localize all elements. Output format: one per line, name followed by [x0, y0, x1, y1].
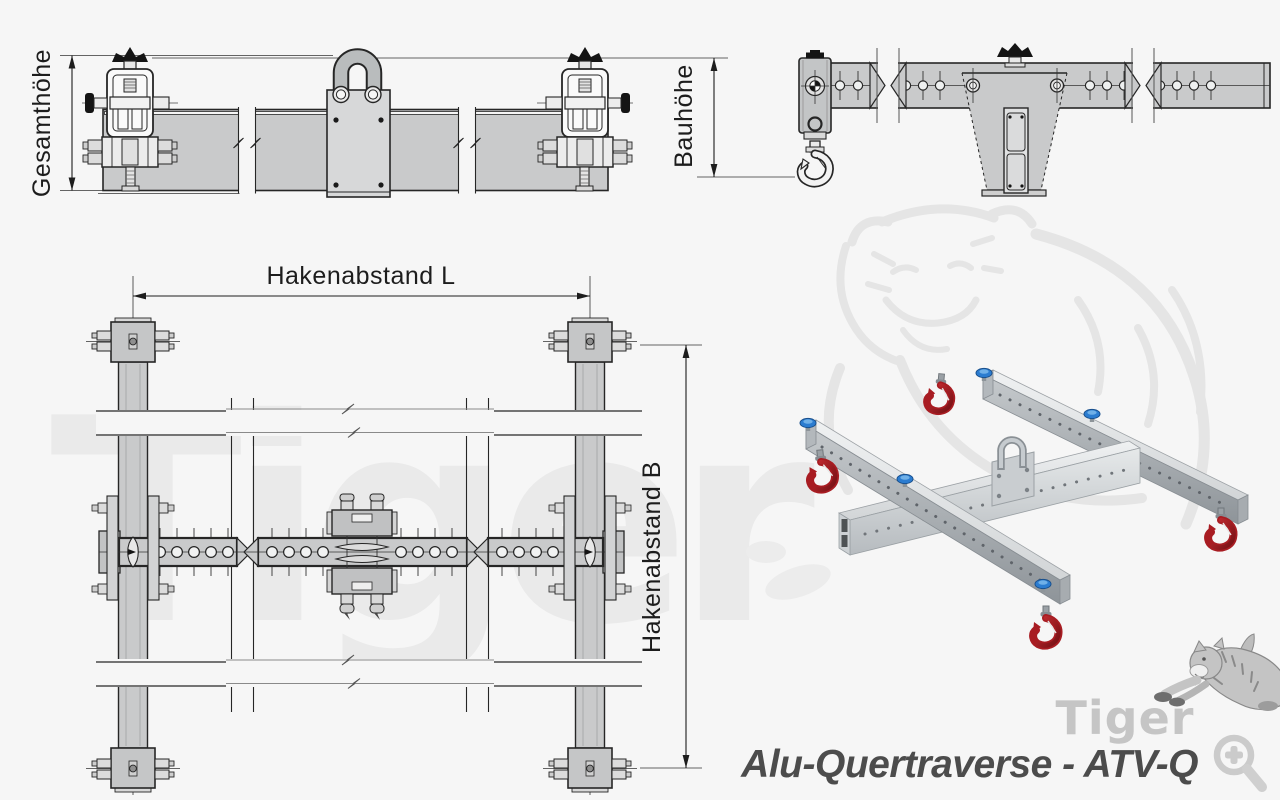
render-center-shackle — [991, 436, 1035, 507]
crane-hook-icon — [1033, 606, 1059, 646]
plan-dimension-width: Hakenabstand B — [638, 344, 702, 769]
plan-corner-block-bottom-right — [542, 747, 638, 793]
end-elevation-center-support — [961, 43, 1068, 197]
dim-label-bauhoehe: Bauhöhe — [670, 64, 698, 168]
side-elevation-center-shackle — [326, 48, 391, 198]
plan-view: Hakenabstand L — [85, 262, 702, 795]
plan-corner-block-top-right — [542, 317, 638, 363]
plan-center-clamp — [326, 493, 398, 620]
dim-label-hakenabstand-b: Hakenabstand B — [638, 461, 666, 653]
end-elevation-dimension: Bauhöhe — [670, 58, 795, 178]
brand-block: Tiger Alu-Quertraverse - ATV-Q — [740, 633, 1280, 792]
crane-hook-icon — [926, 373, 953, 413]
leaping-tiger-icon — [1154, 633, 1280, 711]
render-3d-traverse — [799, 367, 1249, 646]
star-knob-icon — [997, 43, 1033, 57]
product-title: Alu-Quertraverse - ATV-Q — [740, 743, 1198, 786]
side-elevation-view: Gesamthöhe — [28, 46, 728, 198]
plan-corner-block-top-left — [85, 317, 181, 363]
plan-corner-block-bottom-left — [85, 747, 181, 793]
plan-break-band-lower — [96, 654, 642, 689]
side-elevation-dimension: Gesamthöhe — [28, 49, 76, 197]
plan-break-band-upper — [96, 403, 642, 438]
watermark-tiger-text: Tiger — [50, 358, 817, 687]
dim-label-gesamthoehe: Gesamthöhe — [28, 49, 56, 197]
end-elevation-view: Bauhöhe — [670, 43, 1271, 197]
plan-main-crossbeam — [98, 528, 625, 576]
zoom-icon[interactable] — [1213, 734, 1267, 792]
render-cross-arm-near — [805, 419, 1071, 605]
dim-label-hakenabstand-l: Hakenabstand L — [266, 262, 455, 290]
plan-dimension-length: Hakenabstand L — [133, 262, 590, 300]
end-elevation-left-hook-assembly — [799, 50, 831, 183]
